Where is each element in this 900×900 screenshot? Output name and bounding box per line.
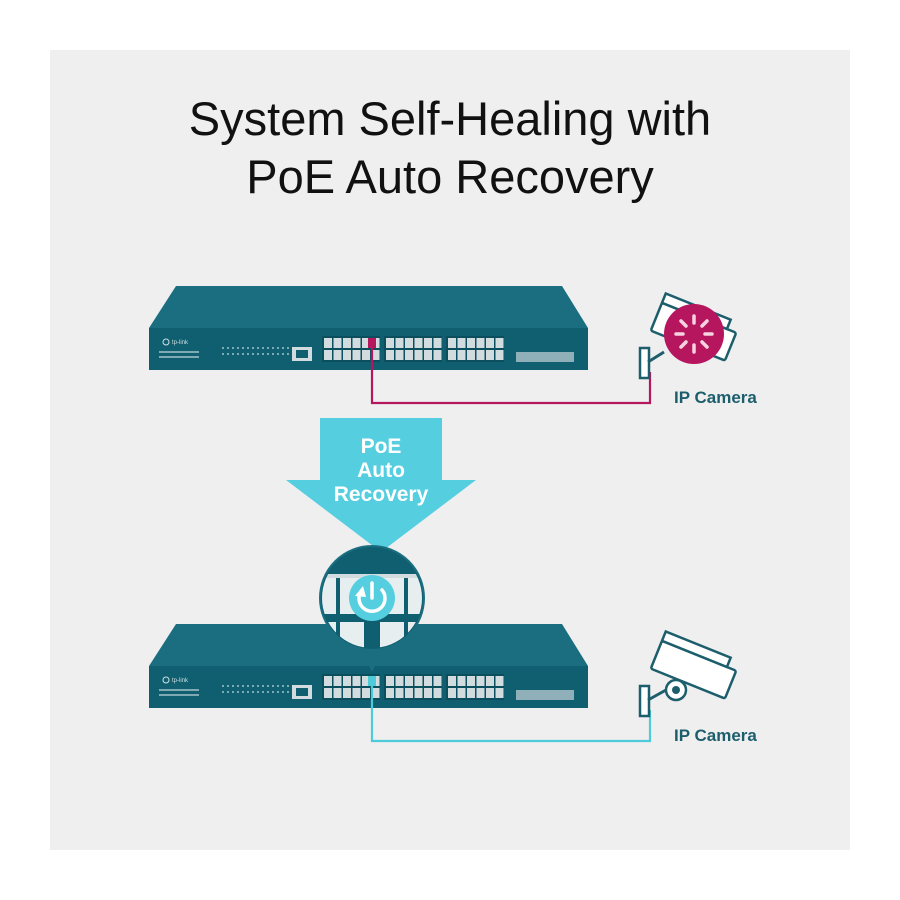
title-line-2: PoE Auto Recovery — [246, 150, 654, 203]
arrow-line-3: Recovery — [334, 483, 429, 506]
camera-bottom-label: IP Camera — [674, 726, 757, 745]
camera-top: IP Camera — [638, 291, 757, 407]
arrow-line-2: Auto — [357, 459, 405, 482]
cable-bottom-recovered — [370, 686, 652, 743]
fault-badge — [664, 304, 724, 364]
recovery-arrow: PoE Auto Recovery — [286, 418, 476, 552]
sfp-slot — [516, 352, 574, 362]
camera-lens-icon — [664, 678, 688, 702]
loading-spinner-icon — [674, 314, 714, 354]
port-block-2 — [384, 674, 442, 700]
camera-bottom: IP Camera — [638, 629, 757, 745]
switch-top-brand: tp-link — [172, 340, 189, 346]
sfp-slot — [516, 690, 574, 700]
tp-link-logo-icon: tp-link — [159, 338, 199, 358]
camera-top-label: IP Camera — [674, 388, 757, 407]
switch-top-face — [149, 286, 588, 328]
port-zoom-callout — [319, 545, 425, 672]
recovered-port-indicator — [368, 676, 376, 686]
tp-link-logo-icon: tp-link — [159, 676, 199, 696]
switch-bottom-brand: tp-link — [172, 678, 189, 684]
port-block-3 — [446, 336, 504, 362]
page-title: System Self-Healing with PoE Auto Recove… — [0, 90, 900, 206]
diagram-panel — [50, 50, 850, 850]
faulty-port-indicator — [368, 338, 376, 348]
switch-top: tp-link — [149, 286, 588, 370]
title-line-1: System Self-Healing with — [188, 92, 712, 145]
power-restart-icon — [349, 575, 395, 621]
port-block-2 — [384, 336, 442, 362]
arrow-line-1: PoE — [361, 435, 402, 458]
cable-top-fault — [370, 348, 652, 405]
port-block-3 — [446, 674, 504, 700]
